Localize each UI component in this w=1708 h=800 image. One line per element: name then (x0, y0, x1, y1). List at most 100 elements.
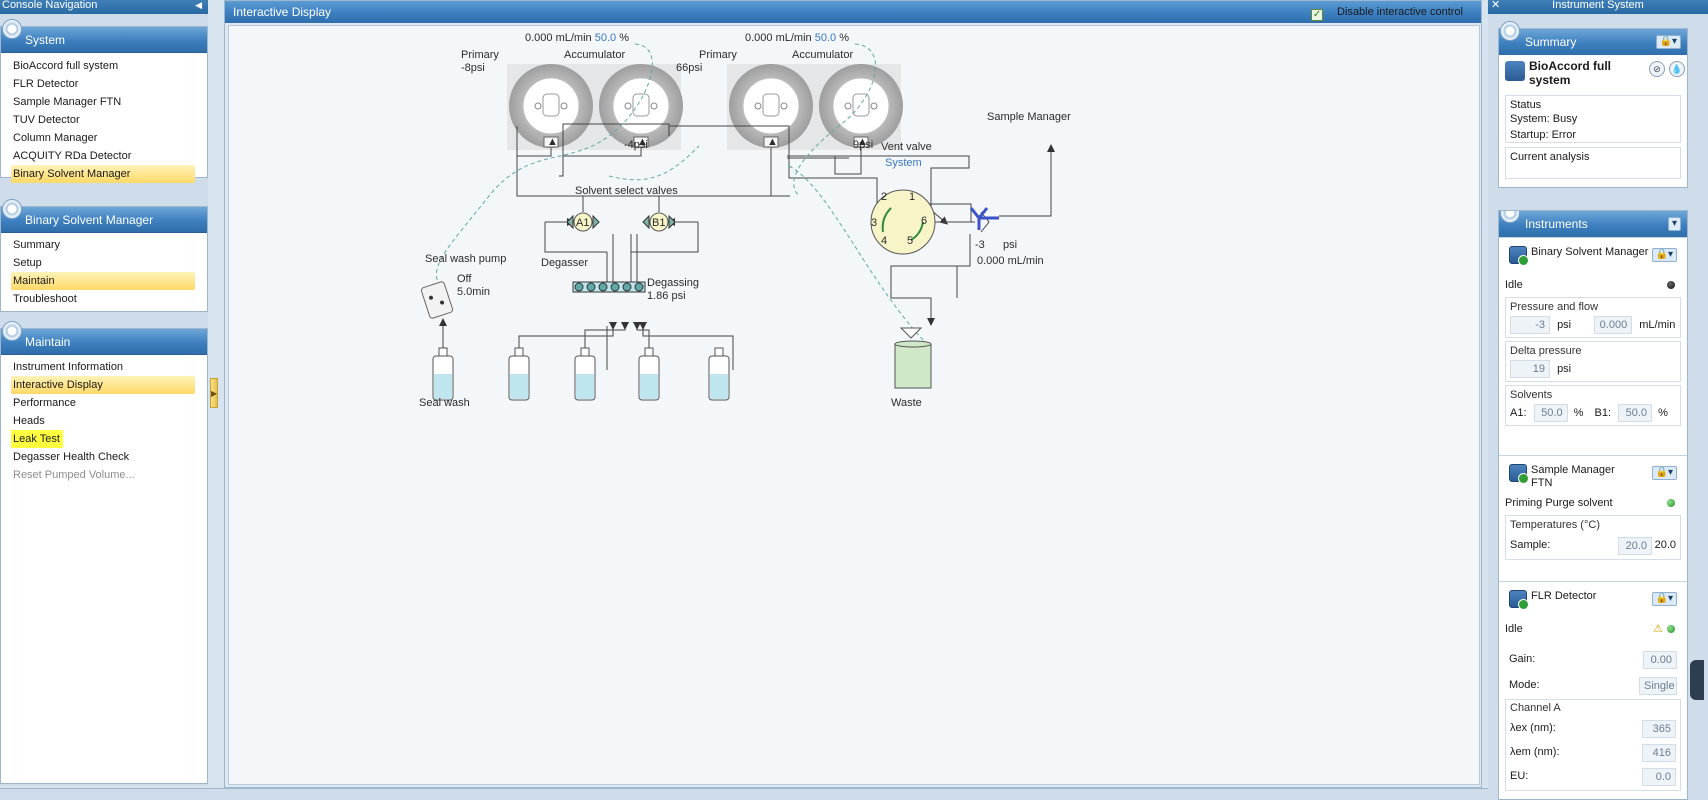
flr-options-dropdown[interactable]: 🔒▾ (1651, 592, 1677, 606)
b1-value: 50.0 (1618, 404, 1653, 422)
degasser-chamber[interactable] (572, 281, 646, 293)
system-icon (1505, 61, 1525, 81)
flr-instrument-icon (1509, 590, 1529, 610)
bsm-pressure-value: -3 (1510, 316, 1550, 334)
sample-temp-actual: 20.0 (1654, 539, 1676, 551)
nav-item-setup[interactable]: Setup (13, 257, 42, 269)
schematic-canvas: ▲ ▲ (228, 25, 1480, 785)
bsm-name: Binary Solvent Manager (1531, 246, 1649, 258)
nav-item-tuv-detector[interactable]: TUV Detector (13, 114, 80, 126)
vent-valve[interactable]: 1 2 3 4 5 6 (870, 189, 936, 255)
nav-item-troubleshoot[interactable]: Troubleshoot (13, 293, 77, 305)
nav-group-maintain-header[interactable]: Maintain (1, 321, 207, 355)
instrument-system-title: ✕ Instrument System (1488, 0, 1708, 14)
bsm-instrument-icon (1509, 246, 1529, 266)
sample-temp-label: Sample: (1510, 539, 1551, 551)
mode-label: Mode: (1509, 679, 1540, 691)
pressure-flow-caption: Pressure and flow (1510, 301, 1599, 313)
pump-a-primary-head[interactable]: ▲ (509, 64, 593, 148)
smftn-status-row: Priming Purge solvent (1505, 494, 1681, 512)
bsm-status-led (1667, 281, 1675, 289)
eu-value: 0.0 (1642, 768, 1676, 786)
current-analysis-caption: Current analysis (1510, 151, 1590, 163)
seal-wash-pump[interactable] (420, 281, 454, 319)
summary-header[interactable]: Summary 🔒▾ (1499, 21, 1687, 55)
emission-label: λem (nm): (1510, 746, 1560, 758)
nav-item-degasser-health-check[interactable]: Degasser Health Check (13, 451, 130, 463)
disable-interactive-control-toggle[interactable]: ✓Disable interactive control (1311, 1, 1463, 23)
collapse-pane-icon[interactable]: ◀ (195, 0, 202, 10)
pump-a-primary-label: Primary (461, 49, 499, 61)
waste-label: Waste (891, 397, 922, 409)
solvent-valve-a1[interactable]: A1 (566, 212, 600, 232)
console-navigation-title-text: Console Navigation (2, 0, 98, 11)
pump-b-accumulator-head[interactable]: ▲ (819, 64, 903, 148)
svg-text:▲: ▲ (637, 136, 648, 148)
smftn-card-header[interactable]: Sample Manager FTN 🔒▾ (1505, 460, 1681, 494)
svg-text:6: 6 (921, 215, 927, 227)
flr-status: Idle (1505, 623, 1523, 635)
nav-item-interactive-display[interactable]: Interactive Display (11, 376, 195, 394)
vent-valve-label: Vent valve (881, 141, 932, 153)
nav-item-column-manager[interactable]: Column Manager (13, 132, 98, 144)
nav-item-maintain[interactable]: Maintain (11, 272, 195, 290)
nav-group-bsm-title: Binary Solvent Manager (25, 213, 154, 227)
instruments-header[interactable]: Instruments ▾ (1499, 211, 1687, 237)
nav-item-heads[interactable]: Heads (13, 415, 45, 427)
seal-wash-dashed-paths (435, 43, 930, 347)
sample-temp-setpoint[interactable]: 20.0 (1618, 537, 1652, 555)
drop-icon[interactable]: 💧 (1669, 61, 1685, 77)
emission-value[interactable]: 416 (1642, 744, 1676, 762)
pressure-flow-box: Pressure and flow -3 psi 0.000 mL/min (1505, 297, 1681, 338)
nav-item-binary-solvent-manager[interactable]: Binary Solvent Manager (11, 165, 195, 183)
stop-flow-icon[interactable]: ⊘ (1649, 61, 1665, 77)
console-navigation-panel: Console Navigation ◀ System BioAccord fu… (0, 0, 208, 786)
a1-unit: % (1573, 407, 1584, 419)
nav-item-sample-manager-ftn[interactable]: Sample Manager FTN (13, 96, 122, 108)
instruments-title: Instruments (1525, 217, 1588, 231)
bsm-options-dropdown[interactable]: 🔒▾ (1651, 248, 1677, 262)
nav-item-leak-test[interactable]: Leak Test (11, 430, 63, 448)
gain-label: Gain: (1509, 653, 1536, 665)
nav-item-summary[interactable]: Summary (13, 239, 61, 251)
smftn-instrument-icon (1509, 464, 1529, 484)
vent-valve-position: System (885, 157, 922, 169)
nav-item-instrument-information[interactable]: Instrument Information (13, 361, 124, 373)
mode-value[interactable]: Single (1639, 677, 1677, 695)
pane-splitter-handle[interactable]: ▶ (210, 378, 218, 408)
status-bar (0, 788, 1488, 800)
bsm-card-header[interactable]: Binary Solvent Manager 🔒▾ (1505, 242, 1681, 276)
svg-text:▲: ▲ (547, 136, 558, 148)
panel-scroll-handle[interactable] (1690, 660, 1704, 700)
nav-item-acquity-rda-detector[interactable]: ACQUITY RDa Detector (13, 150, 132, 162)
solvent-select-valves-label: Solvent select valves (575, 185, 678, 197)
summary-title: Summary (1525, 35, 1577, 49)
flr-status-row: Idle ⚠ (1505, 620, 1681, 638)
pump-a-accumulator-head[interactable]: ▲ (599, 64, 683, 148)
pump-a-flow: 0.000 mL/min 50.0 % (525, 32, 629, 44)
excitation-value[interactable]: 365 (1642, 720, 1676, 738)
gain-value[interactable]: 0.00 (1643, 651, 1677, 669)
nav-item-flr-detector[interactable]: FLR Detector (13, 78, 79, 90)
instrument-system-panel: ✕ Instrument System Summary 🔒▾ BioAccord… (1488, 0, 1708, 800)
pump-b-primary-head[interactable]: ▲ (729, 64, 813, 148)
nav-group-bsm-header[interactable]: Binary Solvent Manager (1, 199, 207, 233)
checkmark-icon: ✓ (1311, 9, 1324, 21)
solvent-valve-b1[interactable]: B1 (642, 212, 676, 232)
nav-group-system-header[interactable]: System (1, 19, 207, 53)
nav-group-binary-solvent-manager: Binary Solvent Manager Summary Setup Mai… (0, 199, 208, 312)
bsm-flow-unit: mL/min (1639, 319, 1676, 331)
delta-pressure-value: 19 (1510, 360, 1550, 378)
flr-card-header[interactable]: FLR Detector 🔒▾ (1505, 586, 1681, 620)
close-icon[interactable]: ✕ (1491, 0, 1501, 11)
nav-group-system: System BioAccord full system FLR Detecto… (0, 19, 208, 183)
nav-item-bioaccord-full-system[interactable]: BioAccord full system (13, 60, 119, 72)
instruments-filter-dropdown[interactable]: ▾ (1667, 217, 1681, 231)
startup-status: Startup: Error (1510, 129, 1577, 141)
nav-item-performance[interactable]: Performance (13, 397, 76, 409)
instrument-system-title-text: Instrument System (1552, 0, 1644, 11)
channel-a-box: Channel A λex (nm): 365 λem (nm): 416 EU… (1505, 699, 1681, 791)
smftn-options-dropdown[interactable]: 🔒▾ (1651, 466, 1677, 480)
seal-wash-time: 5.0min (457, 286, 490, 298)
summary-options-dropdown[interactable]: 🔒▾ (1655, 35, 1681, 49)
